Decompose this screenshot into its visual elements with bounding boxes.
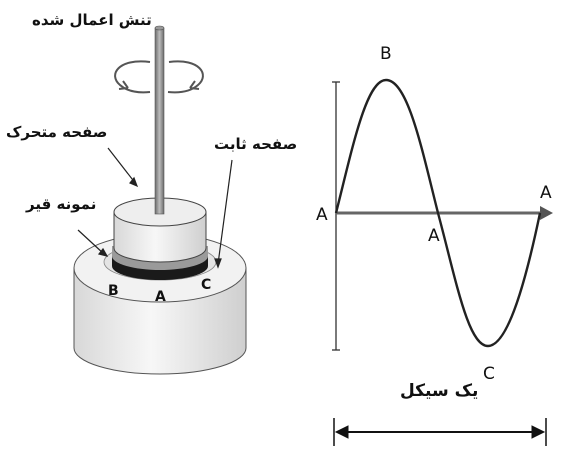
- stress-waveform: [332, 78, 553, 351]
- rotating-shaft: [154, 25, 165, 215]
- point-b-label: B: [108, 283, 119, 299]
- point-c-label: C: [201, 277, 212, 293]
- sine-curve: [334, 78, 542, 348]
- bitumen-sample-label: نمونه قیر: [26, 195, 97, 213]
- wave-point-c-trough: C: [483, 364, 495, 384]
- one-cycle-label: یک سیکل: [400, 381, 479, 401]
- wave-point-a-right: A: [540, 183, 552, 203]
- wave-point-a-middle: A: [428, 226, 440, 246]
- rotation-arrows-icon: [114, 60, 204, 94]
- point-a-label: A: [155, 289, 166, 305]
- applied-stress-label: تنش اعمال شده: [32, 11, 152, 29]
- one-cycle-dimension: [333, 418, 547, 446]
- wave-point-a-left: A: [316, 205, 328, 225]
- moving-plate-label: صفحه متحرک: [6, 123, 108, 141]
- label-leaders: [77, 147, 233, 269]
- wave-point-b-peak: B: [380, 44, 392, 64]
- fixed-plate-label: صفحه ثابت: [214, 135, 298, 153]
